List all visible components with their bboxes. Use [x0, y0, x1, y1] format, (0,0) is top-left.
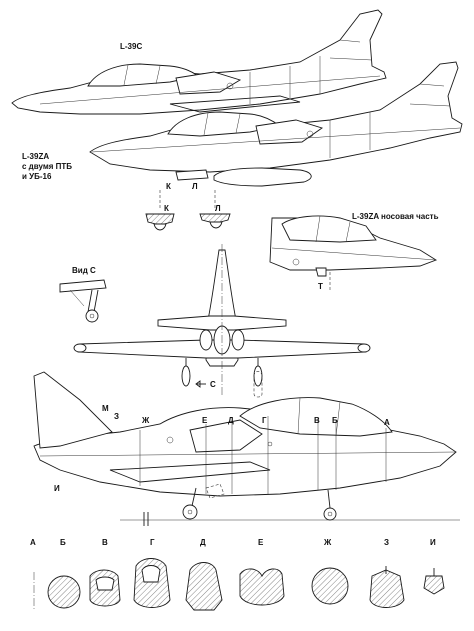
- callout-e: Е: [202, 416, 208, 425]
- callout-v: В: [314, 416, 320, 425]
- section-label-z: З: [384, 538, 390, 547]
- callout-a: А: [384, 418, 390, 427]
- callout-zh: Ж: [142, 416, 150, 425]
- callout-m: М: [102, 404, 109, 413]
- section-l-label: Л: [215, 204, 221, 213]
- top-view: [73, 244, 371, 398]
- callout-l: Л: [192, 182, 198, 191]
- l39c-label: L-39C: [120, 42, 143, 51]
- callout-k: К: [166, 182, 171, 191]
- view-c-label: Вид С: [72, 266, 96, 275]
- view-c-detail: [59, 279, 107, 323]
- callout-g: Г: [262, 416, 267, 425]
- l39za-side-view: [89, 61, 463, 187]
- callout-b: Б: [332, 416, 338, 425]
- section-k-label: К: [164, 204, 169, 213]
- callout-c: С: [210, 380, 216, 389]
- section-label-d: Д: [200, 538, 206, 547]
- callout-i: И: [54, 484, 60, 493]
- callout-z: З: [114, 412, 120, 421]
- section-label-v: В: [102, 538, 108, 547]
- nose-detail-label: L-39ZA носовая часть: [352, 212, 439, 221]
- l39c-side-view: [11, 9, 387, 115]
- l39za-label-line3: и УБ-16: [22, 172, 52, 181]
- large-side-view: [33, 371, 460, 526]
- section-label-e: Е: [258, 538, 264, 547]
- l39za-label-line2: с двумя ПТБ: [22, 162, 73, 171]
- nose-detail: [269, 215, 438, 292]
- kl-sections: [145, 190, 231, 231]
- section-label-i: И: [430, 538, 436, 547]
- section-label-a: А: [30, 538, 36, 547]
- section-label-b: Б: [60, 538, 66, 547]
- callout-d: Д: [228, 416, 234, 425]
- cross-sections: [33, 558, 445, 611]
- l39za-label-line1: L-39ZA: [22, 152, 50, 161]
- section-label-zh: Ж: [324, 538, 332, 547]
- section-label-g: Г: [150, 538, 155, 547]
- callout-t: Т: [318, 282, 323, 291]
